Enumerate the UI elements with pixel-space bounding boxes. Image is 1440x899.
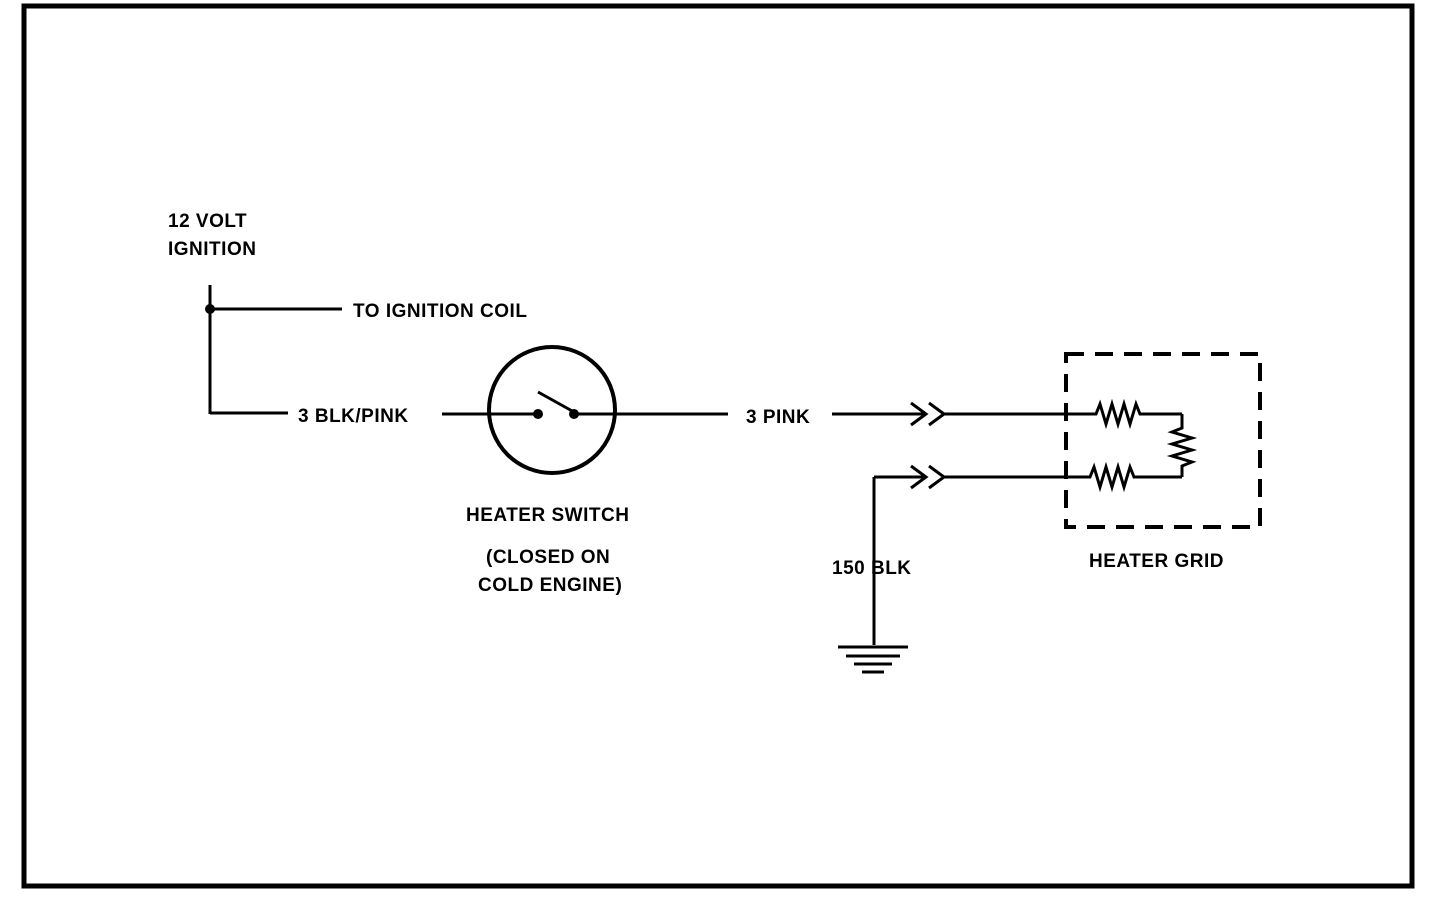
resistor-icon <box>1066 398 1198 493</box>
source-label-line1: 12 VOLT <box>168 211 247 232</box>
switch-icon <box>487 345 617 475</box>
to-coil-label: TO IGNITION COIL <box>353 301 527 322</box>
wire-pink-label: 3 PINK <box>746 407 810 428</box>
switch-note-line2: COLD ENGINE) <box>478 575 622 596</box>
junction-dot <box>205 304 215 314</box>
diagram-frame <box>21 3 1415 889</box>
ground-icon <box>838 645 908 674</box>
switch-note-line1: (CLOSED ON <box>486 547 610 568</box>
source-wiring <box>208 285 342 415</box>
connector-icon <box>910 401 1066 427</box>
switch-name-label: HEATER SWITCH <box>466 505 629 526</box>
wire-blk-pink-label: 3 BLK/PINK <box>298 406 409 427</box>
source-label-line2: IGNITION <box>168 239 256 260</box>
heater-grid-box <box>1064 352 1262 529</box>
ground-wire-label: 150 BLK <box>832 558 912 579</box>
connector-icon <box>874 464 1066 490</box>
heater-grid-label: HEATER GRID <box>1089 551 1224 572</box>
